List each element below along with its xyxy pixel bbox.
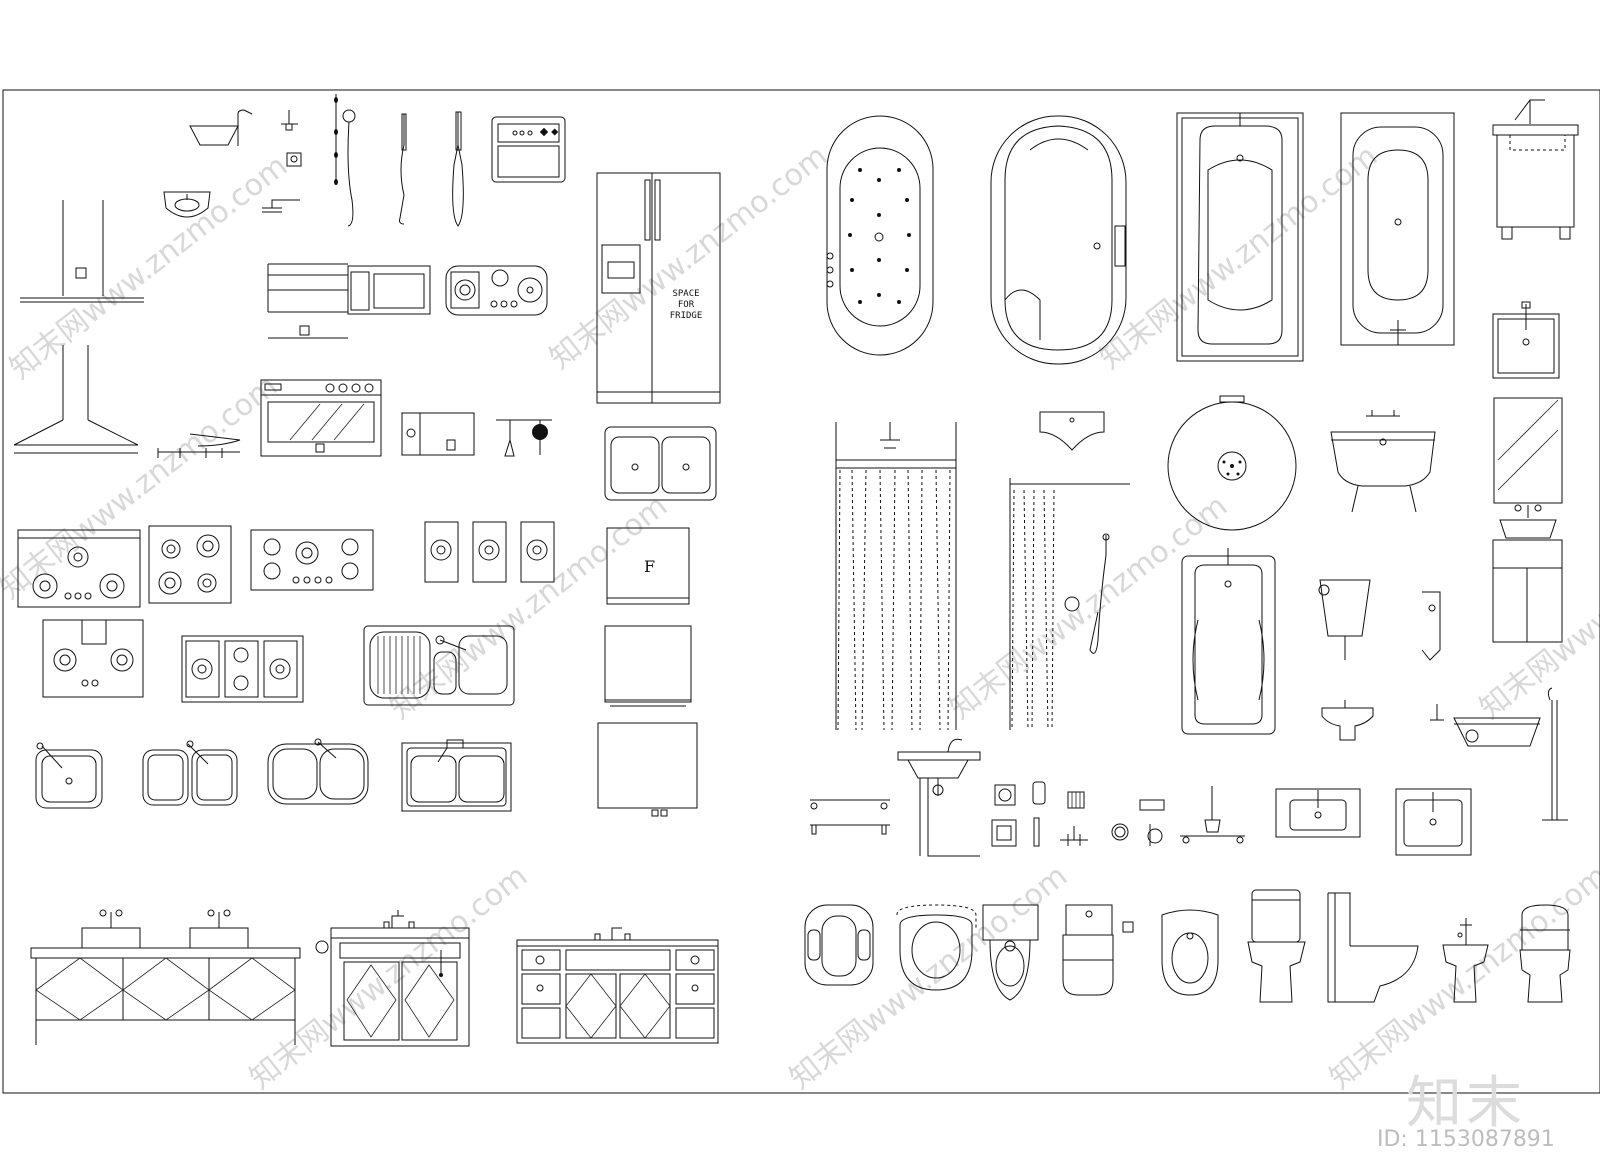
shower-columns	[334, 94, 463, 226]
freestanding-bathtub	[991, 116, 1126, 364]
vanity-cabinet-long	[517, 928, 718, 1043]
fridge-label-line3: FRIDGE	[670, 311, 703, 321]
pan-side-view	[158, 434, 240, 458]
toilet-front-a	[1248, 890, 1305, 1002]
fridge-small: F	[607, 528, 689, 604]
vanity-cabinet-two-door	[316, 910, 469, 1046]
vessel-basin	[190, 110, 252, 146]
cooktop-five-burner	[251, 530, 373, 590]
double-sink-plan	[605, 427, 716, 500]
watermark-text: 知末网www.znzmo.com	[1473, 488, 1600, 726]
wall-basin-front	[1040, 412, 1104, 450]
drop-in-bathtub-plan	[1182, 548, 1275, 734]
cooktop-two-burner-square	[43, 620, 143, 697]
whirlpool-bathtub	[827, 116, 933, 355]
countertop-basin-plan-b	[1396, 789, 1471, 855]
wall-hung-basin-side	[1319, 580, 1370, 660]
small-accessories	[1060, 786, 1245, 846]
sink-single-bowl	[36, 743, 102, 808]
mirror-panel	[1494, 398, 1562, 518]
watermark-layer: 知末网www.znzmo.com 知末网www.znzmo.com 知末网www…	[0, 138, 1600, 1096]
fridge-label-line2: FOR	[678, 300, 695, 310]
built-in-bathtub-b	[1341, 113, 1454, 345]
domino-cooktops	[425, 522, 554, 582]
square-basin-plan	[1493, 302, 1559, 378]
bidet-plan	[1162, 910, 1218, 995]
toilet-side-a	[1328, 893, 1418, 1002]
fridge-label-line1: SPACE	[672, 289, 699, 299]
shower-curtain-a	[836, 422, 956, 730]
fridge-tall	[598, 723, 697, 816]
pedestal-basin-front	[1322, 700, 1444, 740]
range-hood-elevation	[20, 200, 144, 302]
faucet-set	[262, 110, 301, 212]
vanity-vessel-cabinet	[1493, 520, 1562, 642]
shower-slide-bar	[1542, 688, 1568, 820]
bidet-front	[1443, 918, 1488, 1002]
sink-with-drainboard	[364, 626, 514, 705]
squat-toilet-plan	[805, 905, 873, 985]
watermark-text: 知末网www.znzmo.com	[943, 488, 1234, 726]
utensil-rail	[496, 420, 552, 456]
sink-double-bowl-round	[268, 739, 368, 804]
double-vanity-elevation	[31, 910, 300, 1045]
fridge-f-label: F	[644, 557, 655, 576]
toilet-front-b	[1520, 905, 1570, 1002]
shower-curtain-b	[1010, 478, 1130, 730]
fridge-under-counter	[605, 626, 691, 706]
sink-double-bowl-counter	[402, 740, 511, 811]
cooktop-three-burner-wide	[18, 530, 140, 607]
cooktop-two-burner	[446, 266, 547, 315]
kitchen-counter-elevation	[268, 264, 430, 338]
watermark-text: 知末网www.znzmo.com	[243, 858, 534, 1096]
corner-basin-side	[1454, 718, 1540, 746]
toilet-plan-a	[897, 905, 976, 990]
sink-double-bowl-small	[143, 741, 237, 805]
towel-rail-left	[810, 800, 890, 834]
image-id-label: ID: 1153087891	[1377, 1127, 1555, 1152]
fridge-side-by-side: SPACE FOR FRIDGE	[597, 173, 720, 403]
watermark-text: 知末网www.znzmo.com	[3, 148, 294, 386]
brand-watermark: 知末	[1406, 1071, 1526, 1136]
bidet-spray-side	[1422, 592, 1440, 660]
wall-basin-small	[164, 192, 210, 217]
watermark-text: 知末网www.znzmo.com	[0, 368, 284, 606]
counter-basin-section	[898, 739, 980, 856]
vanity-basin-section	[1493, 100, 1578, 239]
round-spa-plan	[1168, 396, 1296, 530]
watermark-text: 知末网www.znzmo.com	[1093, 138, 1384, 376]
toilet-plan-c	[1063, 905, 1133, 995]
built-in-bathtub-a	[1177, 113, 1303, 361]
coffee-machine	[402, 413, 474, 455]
watermark-text: 知末网www.znzmo.com	[783, 858, 1074, 1096]
wall-oven-elevation	[261, 380, 381, 456]
watermark-text: 知末网www.znzmo.com	[383, 488, 674, 726]
cooktop-four-burner	[149, 526, 231, 603]
cooktop-three-burner-row	[182, 636, 303, 702]
floor-drains	[992, 782, 1084, 846]
sheet-border	[3, 90, 1600, 1093]
watermark-text: 知末网www.znzmo.com	[543, 138, 834, 376]
toilet-plan-b	[983, 905, 1038, 1000]
oven-front	[492, 117, 565, 182]
clawfoot-bathtub-side	[1331, 410, 1435, 512]
range-hood-chimney	[14, 345, 138, 453]
countertop-basin-plan-a	[1276, 789, 1360, 837]
